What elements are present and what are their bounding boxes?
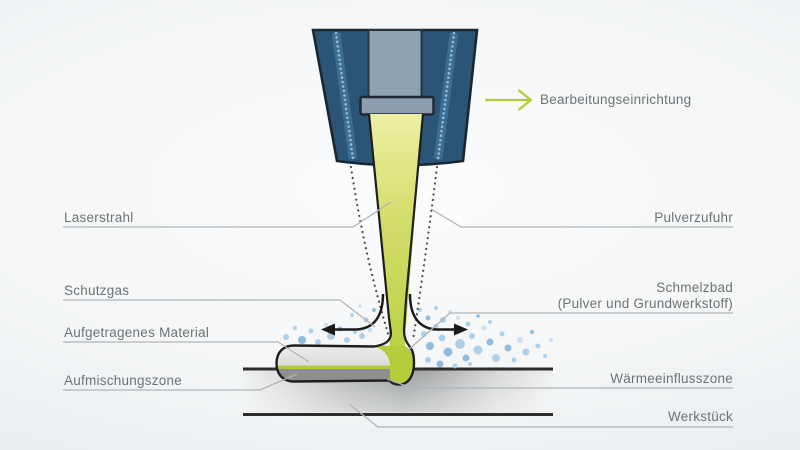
beam-fill [369, 114, 423, 346]
powder-channel-left-dots [334, 31, 355, 161]
beam-outline-left [367, 113, 393, 348]
label-pulverzufuhr: Pulverzufuhr [654, 210, 733, 225]
leader-pulverzufuhr [430, 208, 733, 228]
label-aufmischungszone: Aufmischungszone [64, 373, 183, 388]
label-werkstueck: Werkstück [667, 409, 733, 424]
gas-flow-right-arrowhead [454, 323, 468, 336]
leader-laserstrahl [63, 201, 392, 228]
leader-werkstueck [348, 403, 733, 428]
dilution-zone [276, 368, 392, 383]
bead-outline [275, 344, 392, 383]
leader-aufmischungszone [63, 373, 298, 391]
leader-waermeeinflusszone [386, 378, 733, 389]
melt-pool-body [374, 345, 414, 385]
label-aufgetragenes-material: Aufgetragenes Material [64, 325, 210, 340]
beam-outline-right [402, 113, 425, 350]
leader-aufgetragenes-material [63, 341, 310, 363]
leader-schutzgas [63, 299, 376, 328]
powder-channel-right-dots [436, 31, 456, 161]
gas-flow-left-arrowhead [321, 323, 335, 336]
flange [359, 95, 435, 116]
melt-pool-outline [388, 347, 416, 386]
label-bearbeitungseinrichtung: Bearbeitungseinrichtung [540, 92, 692, 107]
dilution-zone-green-line [276, 365, 392, 369]
leader-schmelzbad [406, 312, 733, 352]
leader-lines [63, 201, 733, 428]
gas-flow-left [334, 293, 385, 331]
process-arrow-head [517, 89, 533, 111]
label-waermeeinflusszone: Wärmeeinflusszone [610, 371, 733, 386]
optic-column [367, 29, 423, 100]
gas-flow-right [408, 293, 455, 331]
label-schmelzbad-line1: Schmelzbad [656, 280, 733, 295]
label-laserstrahl: Laserstrahl [64, 210, 134, 225]
label-schutzgas: Schutzgas [64, 283, 130, 298]
powder-particles [283, 304, 553, 369]
label-schmelzbad-line2: (Pulver und Grundwerkstoff) [557, 296, 733, 311]
process-direction-arrow-icon [484, 89, 533, 111]
powder-stream-left [349, 165, 392, 342]
laser-beam [367, 113, 425, 350]
shielding-gas-flow [321, 293, 468, 336]
label-schmelzbad: Schmelzbad (Pulver und Grundwerkstoff) [558, 280, 733, 312]
